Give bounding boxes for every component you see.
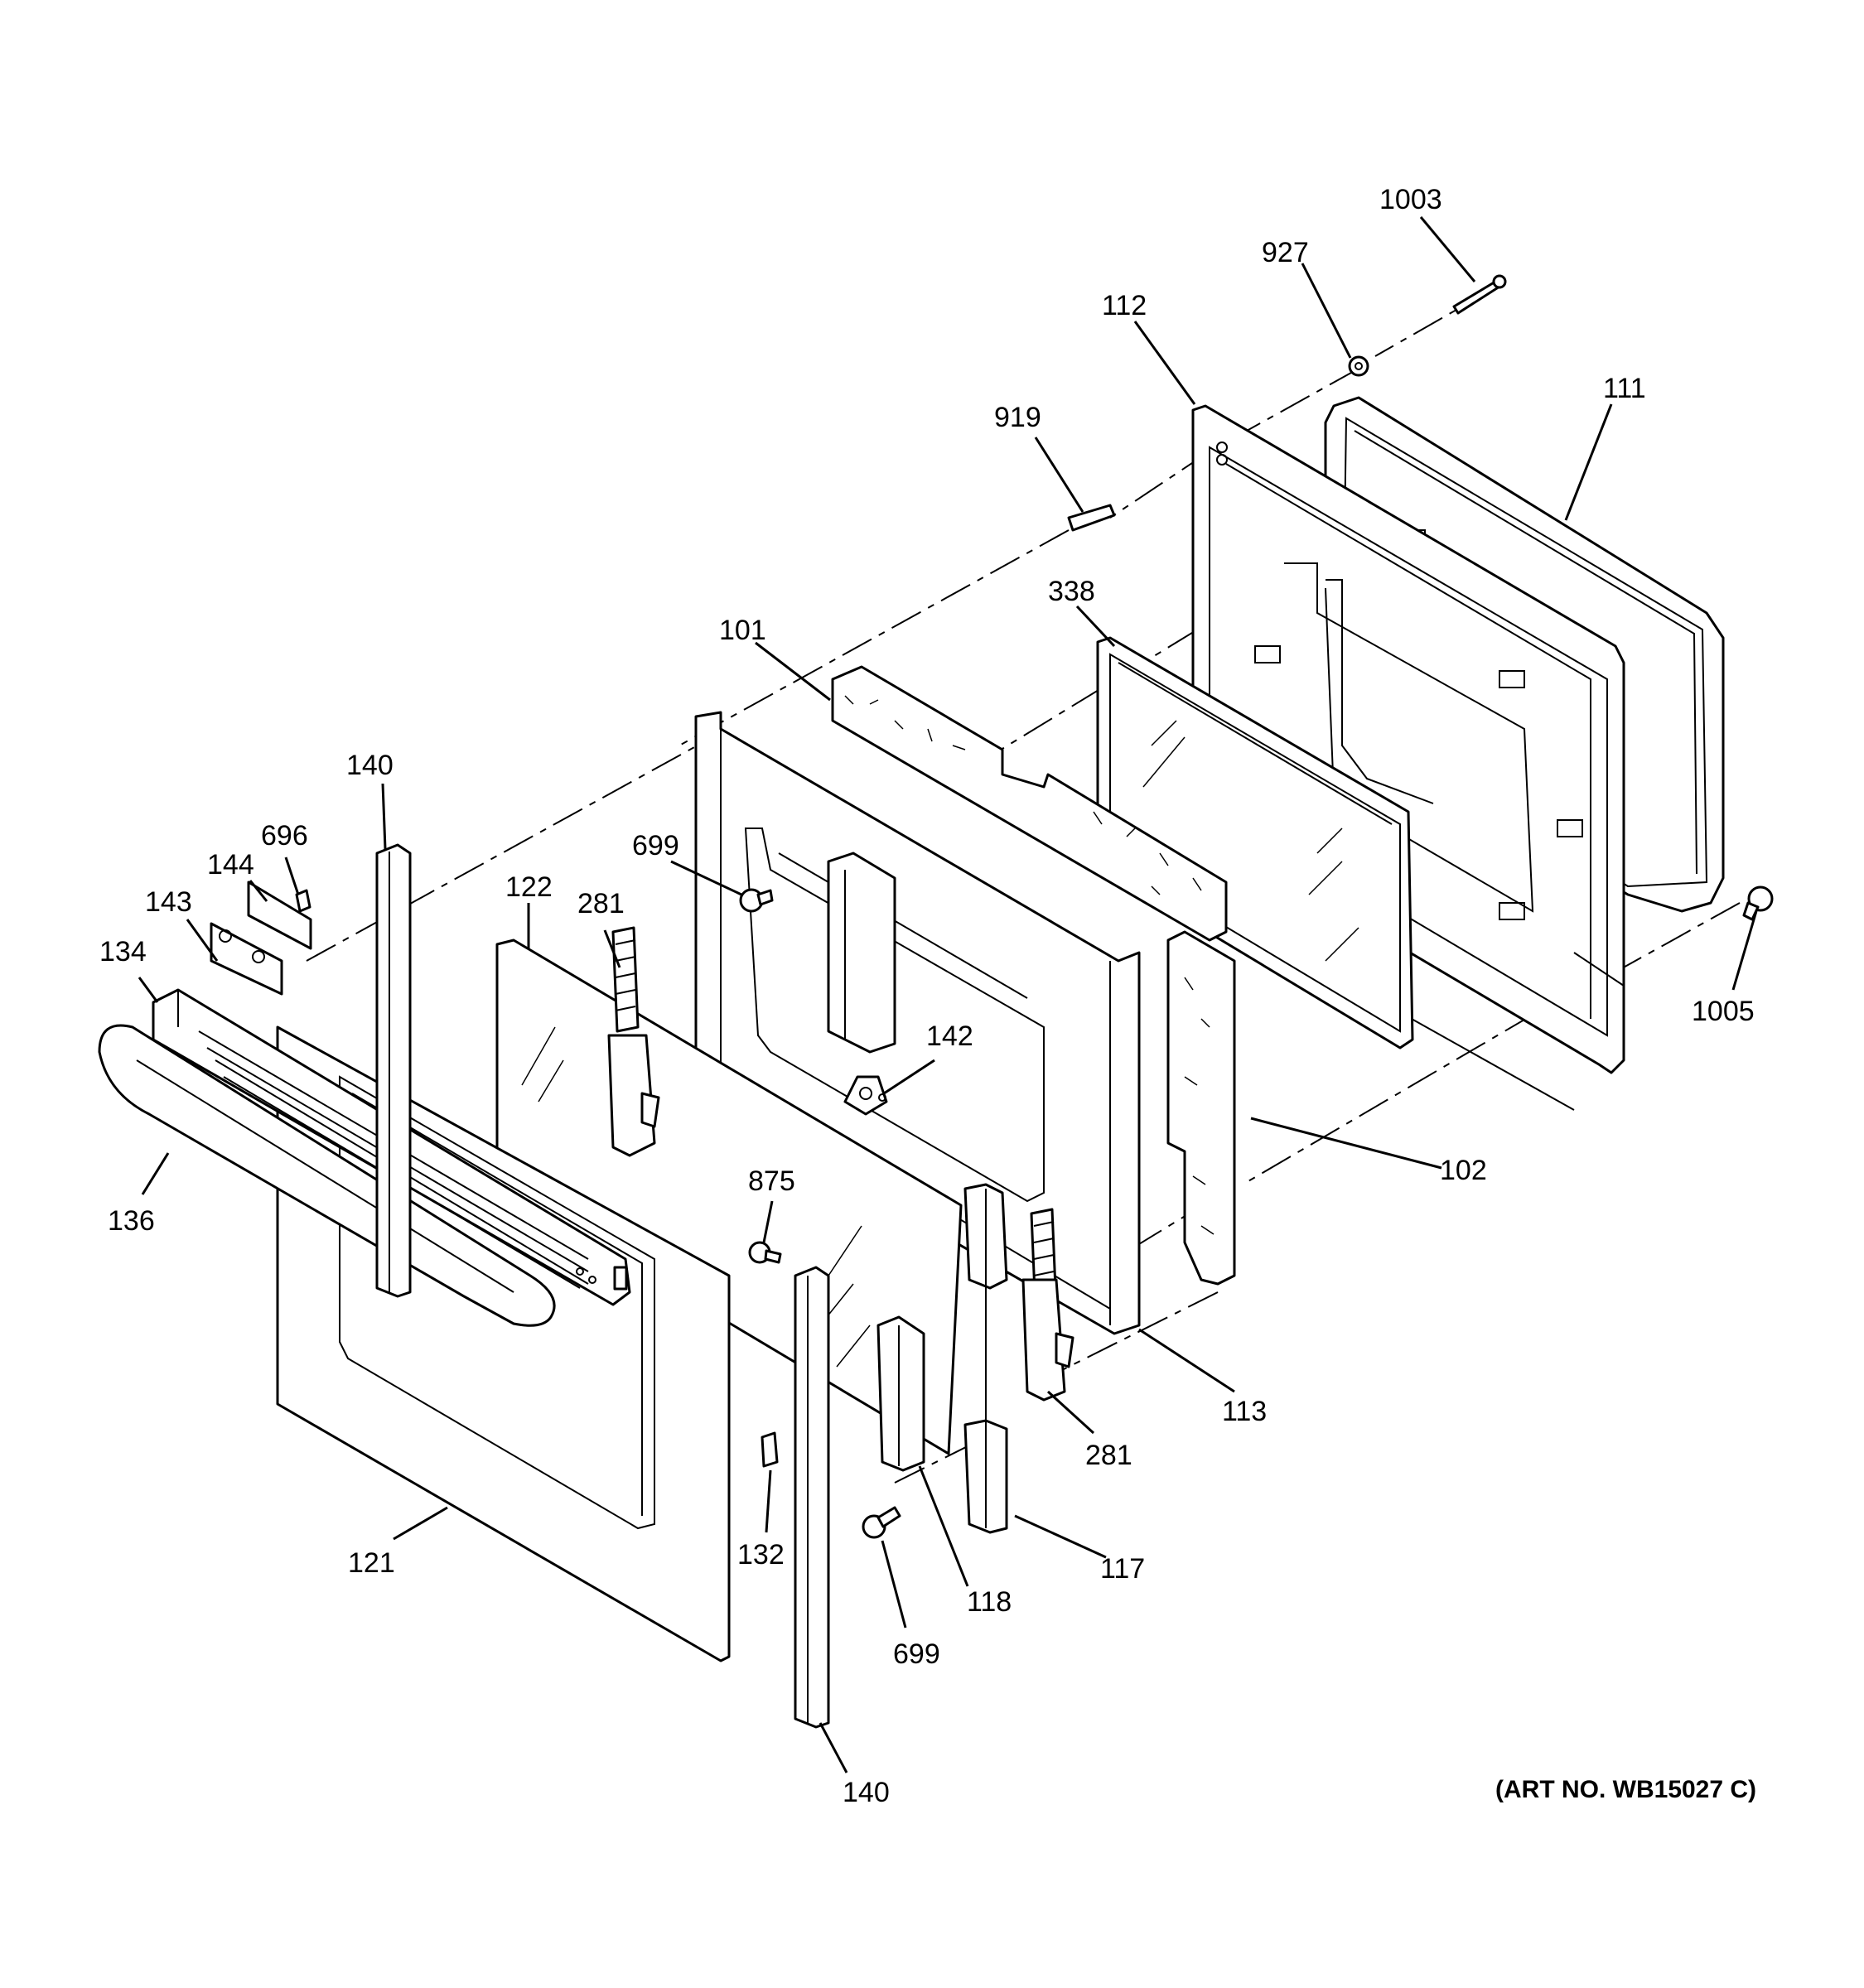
callout-140-bottom: 140 (843, 1777, 890, 1808)
hinge-bracket (210, 881, 312, 996)
callout-118: 118 (967, 1586, 1012, 1618)
callout-122: 122 (505, 871, 553, 903)
callout-142: 142 (926, 1021, 973, 1052)
callout-132: 132 (737, 1539, 785, 1571)
callout-919: 919 (994, 402, 1041, 433)
callout-281-bottom: 281 (1085, 1440, 1132, 1471)
lock-bracket (878, 1093, 886, 1102)
callout-927: 927 (1262, 237, 1309, 268)
callout-136: 136 (108, 1205, 155, 1237)
callout-699-top: 699 (632, 830, 679, 861)
callout-281-top: 281 (577, 888, 625, 919)
long-screw-part (1452, 274, 1507, 315)
callout-113: 113 (1222, 1396, 1267, 1427)
screw-699-top (739, 888, 774, 913)
callout-112: 112 (1102, 290, 1147, 321)
callout-140-top: 140 (346, 750, 394, 781)
latch-bracket (876, 1315, 925, 1472)
callout-699-bottom: 699 (893, 1638, 940, 1670)
callout-1005: 1005 (1692, 996, 1755, 1027)
side-bracket (963, 1183, 1008, 1534)
callout-1003: 1003 (1379, 184, 1442, 215)
side-channel-right (794, 1266, 830, 1729)
callout-101: 101 (719, 615, 766, 646)
insulation-top (831, 665, 1228, 942)
callout-144: 144 (207, 849, 254, 881)
callout-875: 875 (748, 1165, 795, 1197)
screw-right-part (1742, 885, 1774, 921)
callouts: 1003 927 112 111 919 338 101 140 696 144… (99, 184, 1755, 1808)
callout-338: 338 (1048, 576, 1095, 607)
insulation-side (1166, 930, 1236, 1286)
callout-117: 117 (1100, 1553, 1145, 1585)
clip-part (761, 1431, 779, 1468)
door-inner-panel (694, 711, 1141, 1335)
washer-part (1348, 355, 1369, 377)
screw-699-bottom (862, 1506, 901, 1539)
side-channel-left (375, 843, 412, 1298)
pin-part (1067, 504, 1116, 532)
hinge-top (607, 926, 660, 1157)
callout-143: 143 (145, 886, 192, 918)
callout-134: 134 (99, 936, 147, 967)
callout-696: 696 (261, 820, 308, 852)
leader-lines (138, 216, 1758, 1773)
screw-875 (748, 1241, 782, 1264)
callout-111: 111 (1603, 373, 1646, 404)
door-handle (98, 1024, 556, 1327)
callout-121: 121 (348, 1547, 395, 1579)
callout-102: 102 (1440, 1155, 1487, 1186)
art-number: (ART NO. WB15027 C) (1495, 1776, 1756, 1803)
